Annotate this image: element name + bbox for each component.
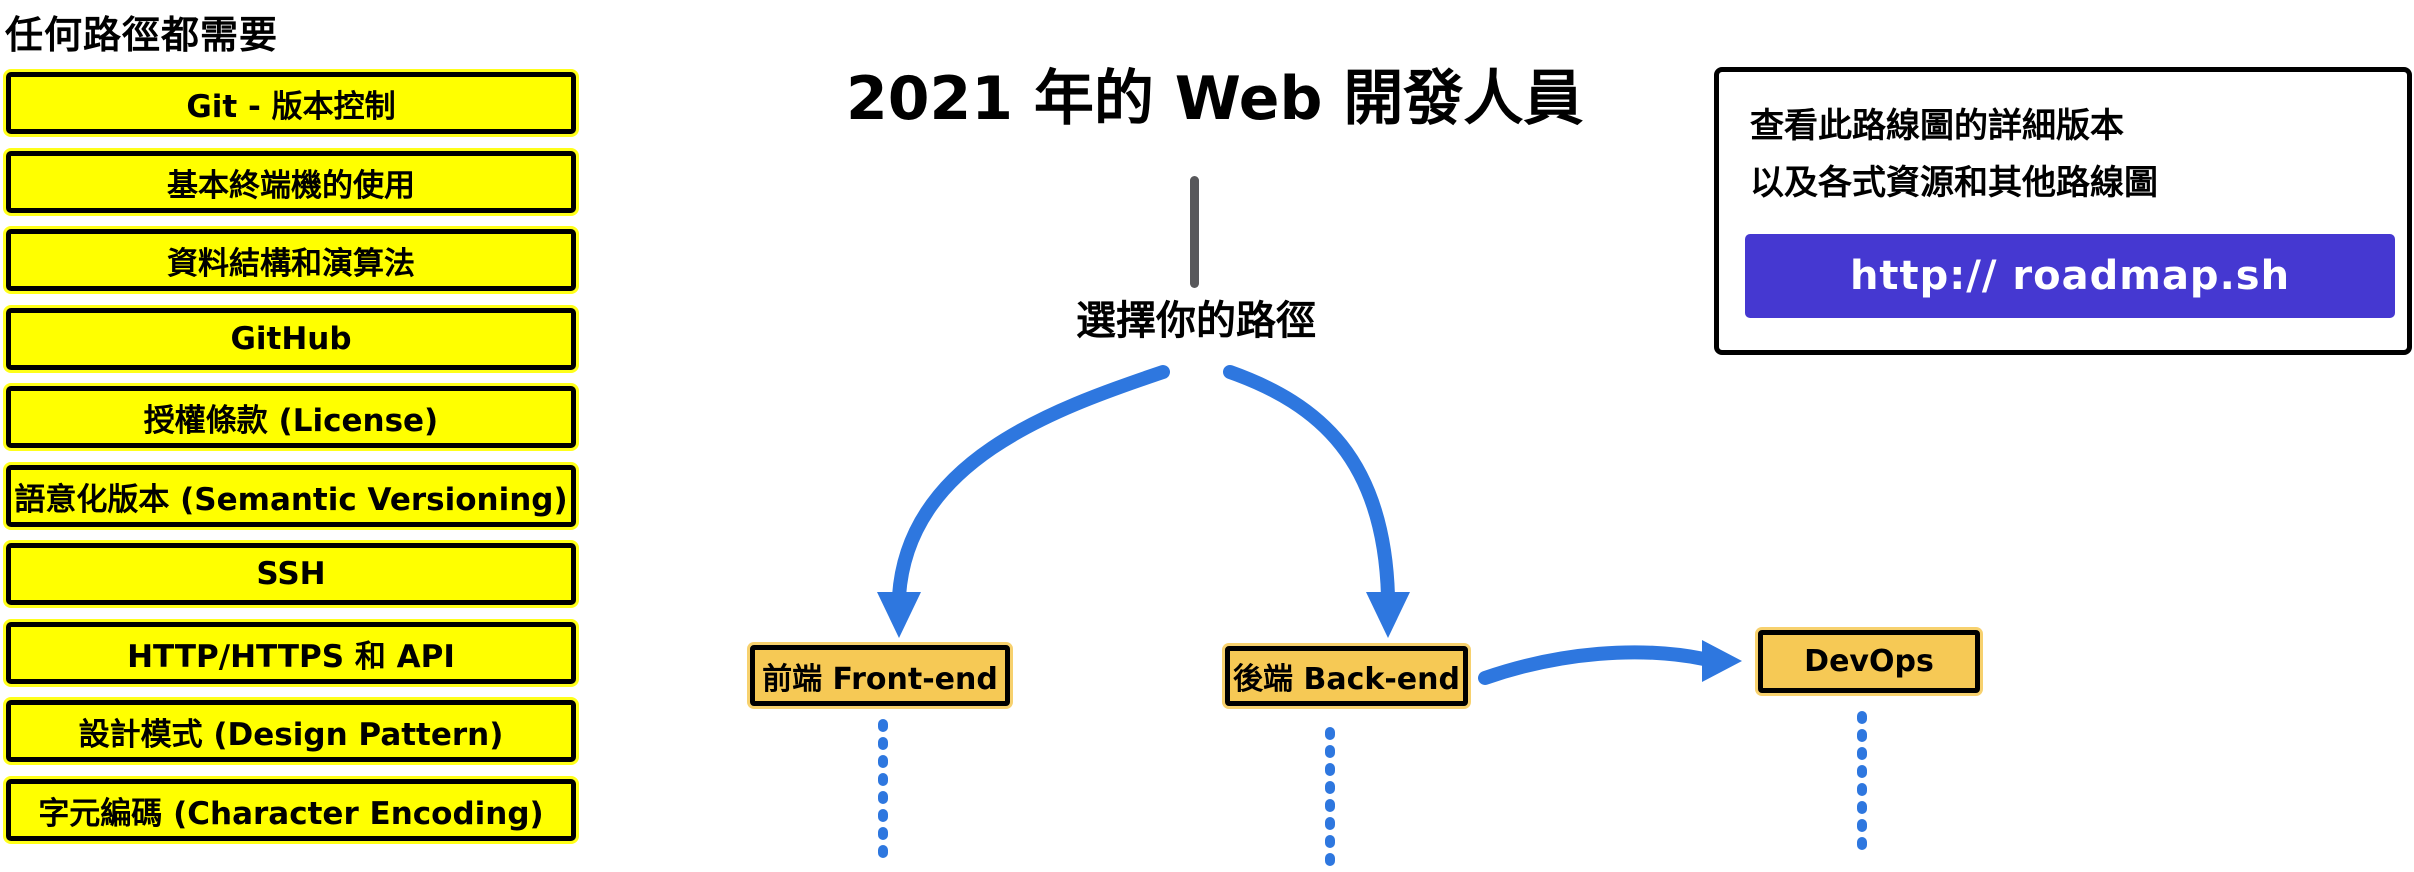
topic-box-terminal[interactable]: 基本終端機的使用 [6,151,576,213]
roadmap-title: 2021 年的 Web 開發人員 [846,64,1584,134]
arrow-to-backend-path [1223,365,1395,603]
title-connector-line [1190,176,1199,288]
info-panel: 查看此路線圖的詳細版本 以及各式資源和其他路線圖 http:// roadmap… [1714,67,2412,355]
node-frontend[interactable]: 前端 Front-end [750,645,1010,706]
roadmap-url-button[interactable]: http:// roadmap.sh [1745,234,2395,318]
info-line-2: 以及各式資源和其他路線圖 [1750,163,2158,203]
choose-path-label: 選擇你的路徑 [1076,298,1316,344]
node-devops[interactable]: DevOps [1758,630,1980,693]
arrow-to-frontend-head [877,592,921,638]
node-backend[interactable]: 後端 Back-end [1225,646,1468,706]
topic-box-semantic-versioning[interactable]: 語意化版本 (Semantic Versioning) [6,465,576,527]
arrow-to-frontend-path [892,365,1170,603]
topic-box-character-encoding[interactable]: 字元編碼 (Character Encoding) [6,779,576,841]
topic-box-ssh[interactable]: SSH [6,543,576,605]
topic-box-github[interactable]: GitHub [6,308,576,370]
arrow-backend-to-devops-head [1702,640,1742,682]
info-line-1: 查看此路線圖的詳細版本 [1750,106,2124,146]
prerequisites-title: 任何路徑都需要 [5,13,279,57]
topic-box-data-structures[interactable]: 資料結構和演算法 [6,229,576,291]
arrow-to-backend-head [1366,592,1410,638]
topic-box-http-api[interactable]: HTTP/HTTPS 和 API [6,622,576,684]
topic-box-design-pattern[interactable]: 設計模式 (Design Pattern) [6,700,576,762]
topic-box-license[interactable]: 授權條款 (License) [6,386,576,448]
topic-box-git[interactable]: Git - 版本控制 [6,72,576,134]
arrow-backend-to-devops-path [1478,645,1711,685]
